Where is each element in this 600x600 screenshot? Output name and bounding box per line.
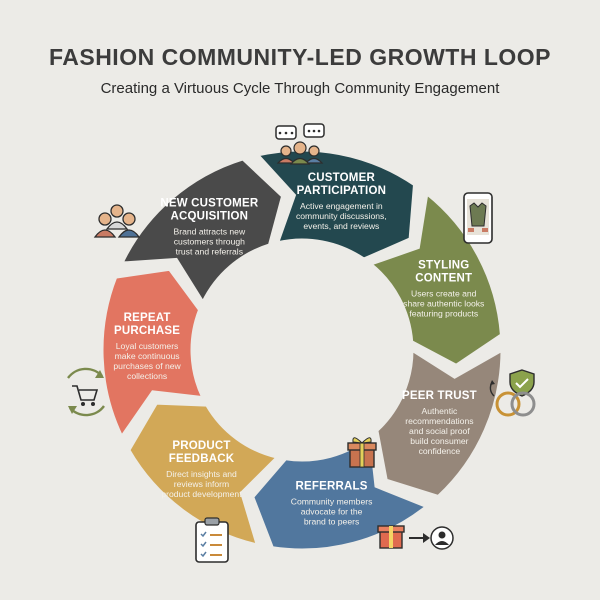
segment-description: Brand attracts new: [174, 227, 246, 237]
segment-description: product development: [161, 489, 242, 499]
cart-cycle-icon: [67, 367, 105, 417]
segment-6: [119, 157, 285, 306]
segment-heading: PEER TRUST: [402, 390, 477, 402]
segment-2: [375, 347, 504, 499]
segment-description: Users create and: [411, 288, 477, 298]
segment-heading: PRODUCT: [172, 440, 230, 452]
clipboard-checklist-icon: [195, 517, 229, 563]
segment-description: featuring products: [409, 308, 478, 318]
segment-description: Direct insights and: [166, 469, 237, 479]
segment-description: recommendations: [405, 416, 473, 426]
segment-description: share authentic looks: [403, 298, 484, 308]
shield-rings-icon: [489, 369, 536, 417]
segment-description: make continuous: [115, 351, 180, 361]
segment-heading: STYLING: [418, 259, 469, 271]
segment-description: trust and referrals: [176, 247, 243, 257]
segment-heading: NEW CUSTOMER: [160, 198, 259, 210]
segment-description: events, and reviews: [303, 221, 379, 231]
gift-to-person-icon: [377, 525, 454, 550]
segment-5: [100, 267, 206, 440]
segment-description: Loyal customers: [116, 341, 179, 351]
segment-description: customers through: [174, 237, 245, 247]
segment-heading: REPEAT: [124, 312, 171, 324]
segment-description: collections: [127, 371, 167, 381]
segment-description: reviews inform: [174, 479, 229, 489]
community-chat-icon: [275, 123, 325, 165]
gift-icon: [347, 437, 377, 468]
page-subtitle: Creating a Virtuous Cycle Through Commun…: [100, 80, 500, 97]
segment-description: brand to peers: [304, 517, 359, 527]
segment-description: purchases of new: [113, 361, 181, 371]
segment-heading: CUSTOMER: [308, 172, 376, 184]
user-group-icon: [93, 204, 141, 238]
segment-heading: PURCHASE: [114, 325, 180, 337]
segment-description: advocate for the: [301, 507, 363, 517]
segment-description: build consumer: [410, 436, 468, 446]
segment-heading: FEEDBACK: [169, 453, 235, 465]
segment-heading: REFERRALS: [296, 481, 368, 493]
segment-description: and social proof: [409, 426, 470, 436]
segment-description: Community members: [291, 497, 373, 507]
segment-heading: CONTENT: [415, 272, 472, 284]
segment-description: confidence: [419, 446, 461, 456]
segment-description: community discussions,: [296, 211, 387, 221]
page-title: FASHION COMMUNITY-LED GROWTH LOOP: [48, 44, 552, 70]
segment-description: Authentic: [421, 406, 458, 416]
segment-heading: PARTICIPATION: [297, 185, 387, 197]
segment-description: Active engagement in: [300, 201, 383, 211]
segment-heading: ACQUISITION: [171, 211, 249, 223]
smartphone-outfit-icon: [463, 192, 493, 244]
